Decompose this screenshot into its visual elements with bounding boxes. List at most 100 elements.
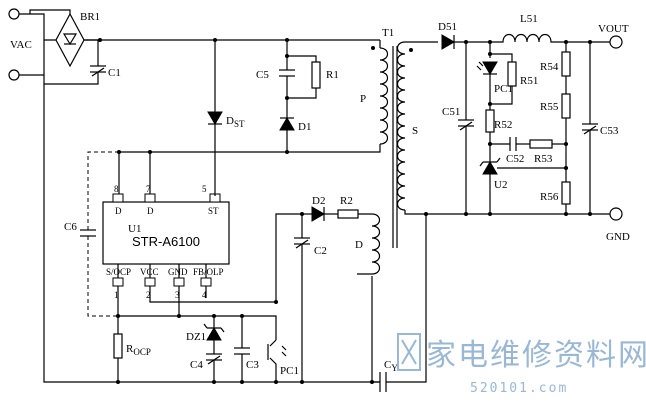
- r2-label: R2: [340, 195, 353, 207]
- vac-label: VAC: [10, 39, 32, 51]
- d2-label: D2: [312, 195, 325, 207]
- c52-label: C52: [506, 153, 524, 165]
- u1-label: U1: [128, 223, 141, 235]
- r51-label: R51: [520, 75, 538, 87]
- d1-label: D1: [298, 121, 311, 133]
- wire-drain: [118, 152, 151, 194]
- cy-label: CY: [384, 359, 398, 373]
- capacitor-c6: [80, 151, 119, 317]
- pin-fb-label: FB/OLP: [193, 267, 224, 277]
- r54-label: R54: [540, 61, 559, 73]
- capacitor-c1: [43, 39, 106, 85]
- transformer-aux-winding-d: [357, 213, 381, 382]
- c6-label: C6: [64, 221, 77, 233]
- transformer-primary-p: [119, 40, 389, 153]
- dst-label: DST: [226, 115, 245, 129]
- c5-label: C5: [256, 69, 269, 81]
- pin-8: [112, 193, 124, 203]
- shunt-regulator-u2: [479, 157, 566, 214]
- dz1-label: DZ1: [186, 331, 206, 343]
- rocp-label: ROCP: [126, 343, 151, 357]
- c51-label: C51: [442, 106, 460, 118]
- pinnum-2: 2: [146, 290, 151, 300]
- gnd-terminal: [609, 207, 623, 221]
- capacitor-c5: [279, 40, 295, 98]
- r55-label: R55: [540, 101, 559, 113]
- ic-name-label: STR-A6100: [132, 234, 200, 249]
- wire-vac-bottom: [19, 70, 45, 76]
- pinnum-1: 1: [114, 290, 119, 300]
- pinnum-7: 7: [146, 184, 151, 194]
- pin-2: [144, 277, 156, 287]
- pc1-bottom-label: PC1: [280, 365, 299, 377]
- pin-d1-label: D: [115, 206, 122, 216]
- pinnum-4: 4: [202, 290, 207, 300]
- c1-label: C1: [108, 67, 121, 79]
- pinnum-8: 8: [114, 184, 119, 194]
- bridge-rectifier-br1: [29, 9, 85, 70]
- c2-label: C2: [314, 245, 327, 257]
- watermark-logo: [397, 333, 421, 371]
- diode-d51: [441, 34, 490, 50]
- d-aux-label: D: [355, 239, 363, 251]
- diode-dst: [207, 40, 223, 196]
- vout-label: VOUT: [598, 23, 629, 35]
- pin-4: [200, 277, 212, 287]
- u2-label: U2: [494, 179, 507, 191]
- optocoupler-pc1-led: [476, 42, 498, 104]
- capacitor-c52: [490, 137, 530, 151]
- pin-1: [112, 277, 124, 287]
- pin-3: [173, 277, 185, 287]
- capacitor-c53: [582, 42, 598, 214]
- vac-terminal-top: [8, 8, 20, 20]
- pin-d2-label: D: [147, 206, 154, 216]
- p-label: P: [360, 93, 366, 105]
- watermark-number: 520101.com: [470, 381, 568, 396]
- resistor-rocp: [113, 286, 123, 382]
- resistor-r56: [561, 181, 571, 214]
- watermark-chinese: 家电维修资料网: [426, 338, 646, 373]
- zener-dz1: [203, 316, 225, 354]
- wire-vac-top: [19, 13, 45, 18]
- capacitor-c2: [294, 214, 310, 382]
- pin-vcc-label: VCC: [140, 267, 159, 277]
- ic-u1: [102, 201, 230, 265]
- resistor-r1: [287, 55, 321, 99]
- s-label: S: [412, 125, 418, 137]
- c53-label: C53: [600, 125, 619, 137]
- resistor-r53: [529, 139, 566, 149]
- resistor-r52: [485, 104, 495, 162]
- capacitor-c51: [458, 42, 474, 214]
- gnd-label: GND: [606, 231, 630, 243]
- pin-gnd-label: GND: [168, 267, 188, 277]
- c3-label: C3: [246, 359, 259, 371]
- d51-label: D51: [438, 21, 457, 33]
- pinnum-3: 3: [175, 290, 180, 300]
- t1-label: T1: [382, 27, 394, 39]
- wire-ground-left: [43, 84, 380, 383]
- capacitor-c4: [206, 353, 222, 382]
- transformer-secondary-s: [396, 41, 610, 215]
- pin-st-label: ST: [208, 206, 219, 216]
- r56-label: R56: [540, 191, 559, 203]
- inductor-l51: [490, 33, 610, 43]
- capacitor-c3: [234, 316, 250, 382]
- resistor-r51: [490, 53, 517, 105]
- vout-terminal: [609, 35, 623, 49]
- resistor-r54: [561, 42, 571, 94]
- r53-label: R53: [534, 153, 553, 165]
- c4-label: C4: [190, 359, 203, 371]
- vac-terminal-bottom: [8, 69, 20, 81]
- l51-label: L51: [520, 13, 538, 25]
- diode-d1: [279, 98, 295, 152]
- resistor-r55: [561, 93, 571, 182]
- diode-d2: [306, 206, 338, 222]
- br1-label: BR1: [80, 11, 100, 23]
- resistor-r2: [337, 209, 359, 219]
- pin-7: [144, 193, 156, 203]
- optocoupler-pc1-transistor: [267, 339, 287, 382]
- r1-label: R1: [326, 69, 339, 81]
- pinnum-5: 5: [202, 184, 207, 194]
- r52-label: R52: [494, 119, 512, 131]
